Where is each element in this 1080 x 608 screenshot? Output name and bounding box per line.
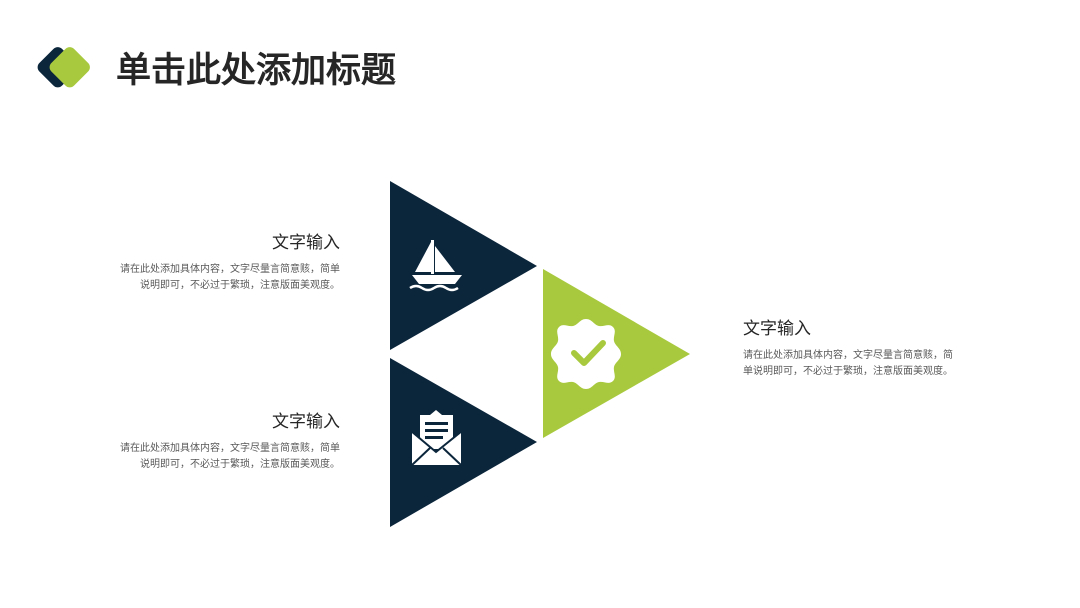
text-block-heading: 文字输入 [743, 319, 811, 339]
triangle-bottom [390, 358, 537, 527]
triangle-top [390, 181, 537, 350]
text-block-body: 请在此处添加具体内容，文字尽量言简意赅，简单说明即可，不必过于繁琐，注意版面美观… [743, 350, 953, 377]
title-logo-icon [37, 47, 90, 88]
badge-check-icon [551, 319, 621, 389]
page-title: 单击此处添加标题 [116, 51, 397, 91]
envelope-letter-icon [410, 410, 463, 467]
text-block-3: 文字输入 请在此处添加具体内容，文字尽量言简意赅，简单说明即可，不必过于繁琐，注… [743, 318, 953, 380]
text-block-body: 请在此处添加具体内容，文字尽量言简意赅，简单说明即可，不必过于繁琐，注意版面美观… [120, 264, 340, 291]
text-block-heading: 文字输入 [272, 412, 340, 432]
text-block-1: 文字输入 请在此处添加具体内容，文字尽量言简意赅，简单说明即可，不必过于繁琐，注… [120, 232, 340, 294]
text-block-heading: 文字输入 [272, 233, 340, 253]
text-block-body: 请在此处添加具体内容，文字尽量言简意赅，简单说明即可，不必过于繁琐，注意版面美观… [120, 443, 340, 470]
sailboat-icon [409, 240, 462, 292]
text-block-2: 文字输入 请在此处添加具体内容，文字尽量言简意赅，简单说明即可，不必过于繁琐，注… [120, 411, 340, 473]
